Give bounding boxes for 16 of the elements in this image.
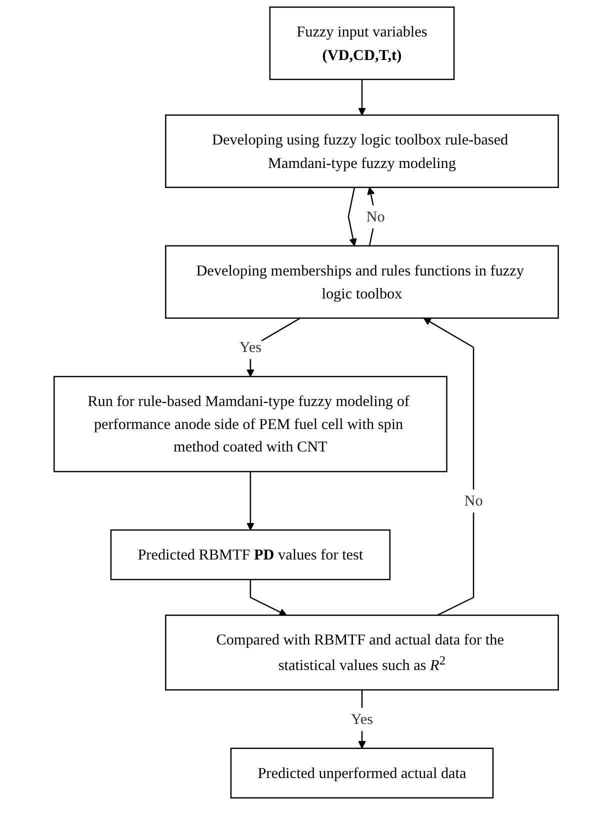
edge-label: Yes (239, 338, 262, 356)
arrow (250, 580, 287, 616)
edge-label: Yes (350, 710, 373, 728)
arrow (423, 318, 474, 616)
node-box: Predicted RBMTF PD values for test (110, 529, 390, 580)
node-box: Fuzzy input variables (VD,CD,T,t) (269, 6, 454, 80)
node-box: Compared with RBMTF and actual data for the statistical values such as R$^{2}$ (164, 614, 559, 690)
arrow (348, 187, 357, 246)
arrow (246, 472, 254, 530)
node-box: Predicted unperformed actual data (230, 748, 494, 798)
edge-label: No (464, 492, 483, 510)
arrow (358, 79, 366, 116)
node-box: Developing using fuzzy logic toolbox rule-based Mamdani-type fuzzy modeling (164, 114, 559, 188)
edge-label: No (366, 208, 385, 225)
node-box: Run for rule-based Mamdani-type fuzzy modeling of performance anode side of PEM fuel cell with spin method coated with CNT (53, 376, 448, 472)
node-box: Developing memberships and rules functions in fuzzy logic toolbox (164, 245, 559, 319)
